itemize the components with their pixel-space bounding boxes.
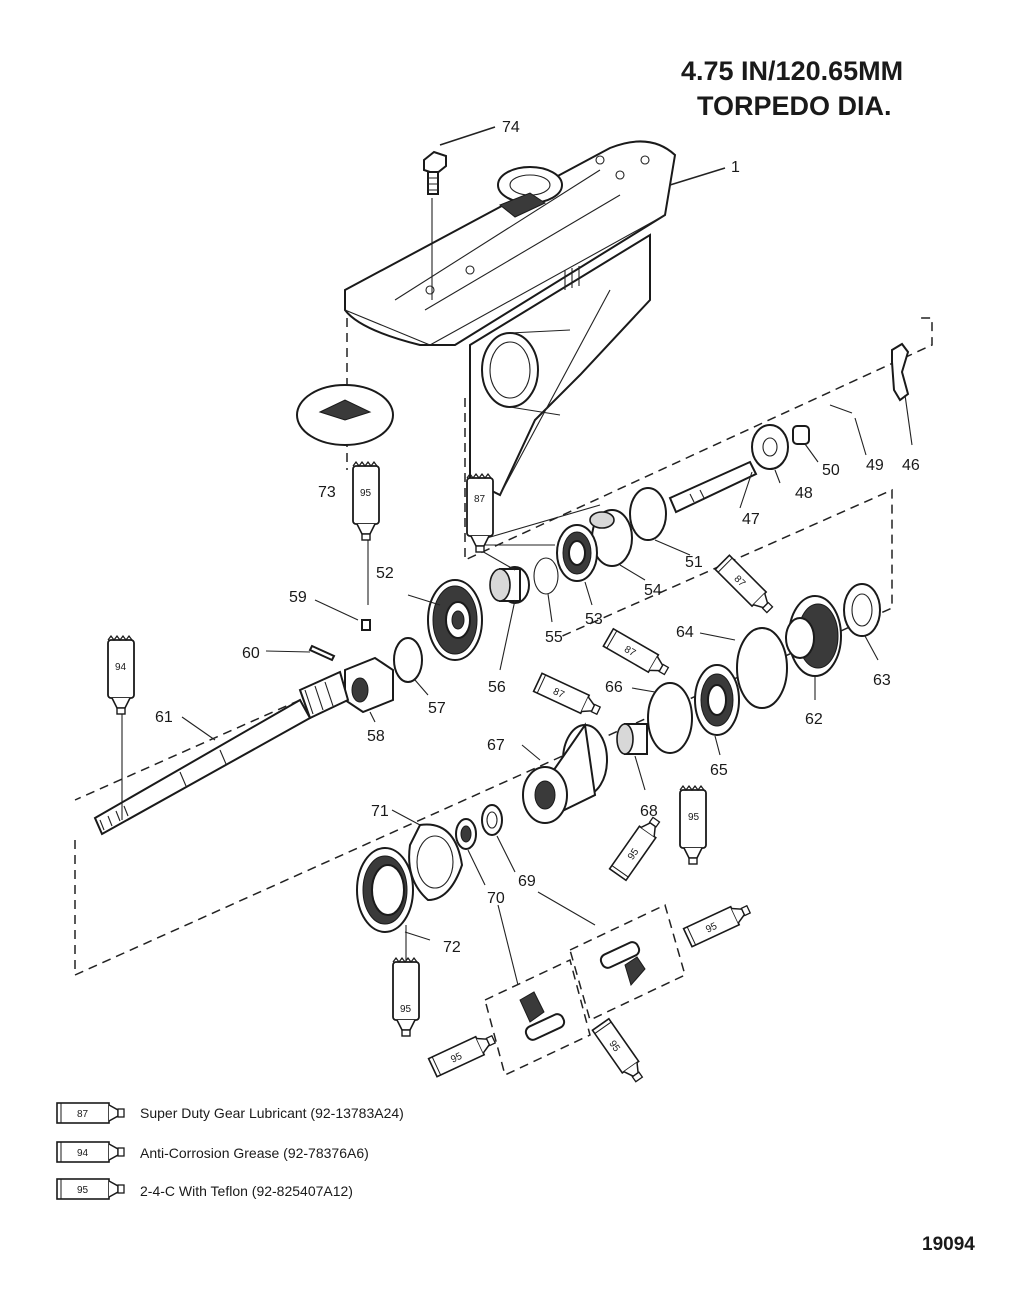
part-label-63: 63 (873, 672, 891, 689)
lubricant-tube-95-box-right: 95 (682, 899, 754, 948)
diagram-title-line1: 4.75 IN/120.65MM (681, 56, 903, 86)
part-label-47: 47 (742, 511, 760, 528)
retainer-59 (361, 619, 371, 631)
lubricant-tube-95-upper: 95 (352, 461, 380, 541)
part-label-1: 1 (731, 159, 740, 176)
lubricant-tube-95-bottom-left: 95 (392, 957, 420, 1037)
part-label-58: 58 (367, 728, 385, 745)
gear-housing (344, 140, 677, 497)
shift-shaft-assembly (668, 404, 853, 514)
svg-text:95: 95 (77, 1185, 89, 1196)
svg-text:95: 95 (400, 1004, 412, 1015)
part-label-54: 54 (644, 582, 662, 599)
cross-pin-60 (308, 644, 336, 662)
part-label-65: 65 (710, 762, 728, 779)
part-label-66: 66 (605, 679, 623, 696)
svg-text:87: 87 (622, 644, 638, 659)
retainer-nut-72 (356, 847, 414, 933)
lubricant-tube-95-bottom-mid: 95 (427, 1029, 499, 1078)
part-label-67: 67 (487, 737, 505, 754)
ball-bearing-65 (694, 664, 740, 736)
part-label-57: 57 (428, 700, 446, 717)
svg-text:95: 95 (704, 921, 719, 936)
part-label-64: 64 (676, 624, 694, 641)
bolt-74 (423, 150, 447, 195)
diagram-title-line2: TORPEDO DIA. (697, 91, 892, 121)
part-label-50: 50 (822, 462, 840, 479)
lubricant-tube-95-bottom-right: 95 (591, 1017, 649, 1086)
tapered-bearing-53 (556, 524, 598, 582)
part-label-46: 46 (902, 457, 920, 474)
ring-57 (393, 637, 423, 683)
part-label-48: 48 (795, 485, 813, 502)
o-ring-51 (629, 487, 667, 541)
needle-bearing-68 (616, 723, 648, 755)
thrust-bearing-63 (843, 583, 881, 637)
part-label-62: 62 (805, 711, 823, 728)
propeller-shaft-61 (93, 670, 350, 836)
part-label-68: 68 (640, 803, 658, 820)
part-label-61: 61 (155, 709, 173, 726)
part-label-74: 74 (502, 119, 520, 136)
part-label-69: 69 (518, 873, 536, 890)
bearing-cup-54 (589, 509, 633, 567)
part-label-51: 51 (685, 554, 703, 571)
bracket-46 (891, 342, 910, 402)
part-label-59: 59 (289, 589, 307, 606)
lubricant-tube-94: 94 (107, 635, 135, 715)
trim-tab-73 (296, 384, 394, 446)
seal-detail-boxes (484, 903, 686, 1077)
oil-seal-69 (481, 804, 503, 836)
tab-washer-71 (408, 823, 464, 902)
oil-seal-70 (455, 818, 477, 850)
svg-text:95: 95 (449, 1051, 464, 1066)
forward-gear-52 (427, 579, 483, 661)
part-label-72: 72 (443, 939, 461, 956)
part-label-53: 53 (585, 611, 603, 628)
lubricant-tube-87-housing: 87 (466, 473, 494, 553)
part-label-55: 55 (545, 629, 563, 646)
svg-text:95: 95 (688, 812, 700, 823)
needle-bearing-56 (489, 566, 530, 604)
part-label-56: 56 (488, 679, 506, 696)
legend-item-95: 95 2-4-C With Teflon (92-825407A12) (56, 1178, 353, 1200)
part-label-49: 49 (866, 457, 884, 474)
svg-text:Super Duty Gear Lubricant (92-: Super Duty Gear Lubricant (92-13783A24) (140, 1105, 404, 1121)
reverse-gear-62 (785, 595, 842, 677)
clutch-58 (344, 656, 394, 714)
legend-item-87: 87 Super Duty Gear Lubricant (92-13783A2… (56, 1102, 404, 1124)
part-label-60: 60 (242, 645, 260, 662)
part-label-52: 52 (376, 565, 394, 582)
part-label-70: 70 (487, 890, 505, 907)
svg-text:87: 87 (474, 494, 486, 505)
legend-item-94: 94 Anti-Corrosion Grease (92-78376A6) (56, 1141, 369, 1163)
shim-64 (736, 627, 788, 709)
svg-text:87: 87 (77, 1109, 89, 1120)
lubricant-tube-95-carrier: 95 (608, 813, 666, 882)
o-ring-66 (647, 682, 693, 754)
lubricant-tube-87-mid: 87 (602, 628, 673, 681)
lubricant-tube-87-lower: 87 (532, 672, 604, 721)
part-label-71: 71 (371, 803, 389, 820)
lubricant-tube-87-right: 87 (714, 554, 778, 618)
svg-text:95: 95 (360, 488, 372, 499)
part-number-labels: 74 1 46 49 50 48 47 73 51 52 54 59 53 55… (155, 119, 920, 956)
svg-text:94: 94 (77, 1148, 89, 1159)
svg-text:94: 94 (115, 662, 127, 673)
lubricant-legend: 87 Super Duty Gear Lubricant (92-13783A2… (56, 1102, 404, 1200)
svg-text:Anti-Corrosion Grease (92-7837: Anti-Corrosion Grease (92-78376A6) (140, 1145, 369, 1161)
part-label-73: 73 (318, 484, 336, 501)
bearing-carrier-67 (522, 722, 608, 824)
figure-number: 19094 (922, 1234, 975, 1255)
lubricant-tube-95-right: 95 (679, 785, 707, 865)
shim-55 (533, 557, 559, 595)
svg-text:2-4-C With Teflon (92-825407A: 2-4-C With Teflon (92-825407A12) (140, 1183, 353, 1199)
svg-text:87: 87 (551, 686, 566, 701)
